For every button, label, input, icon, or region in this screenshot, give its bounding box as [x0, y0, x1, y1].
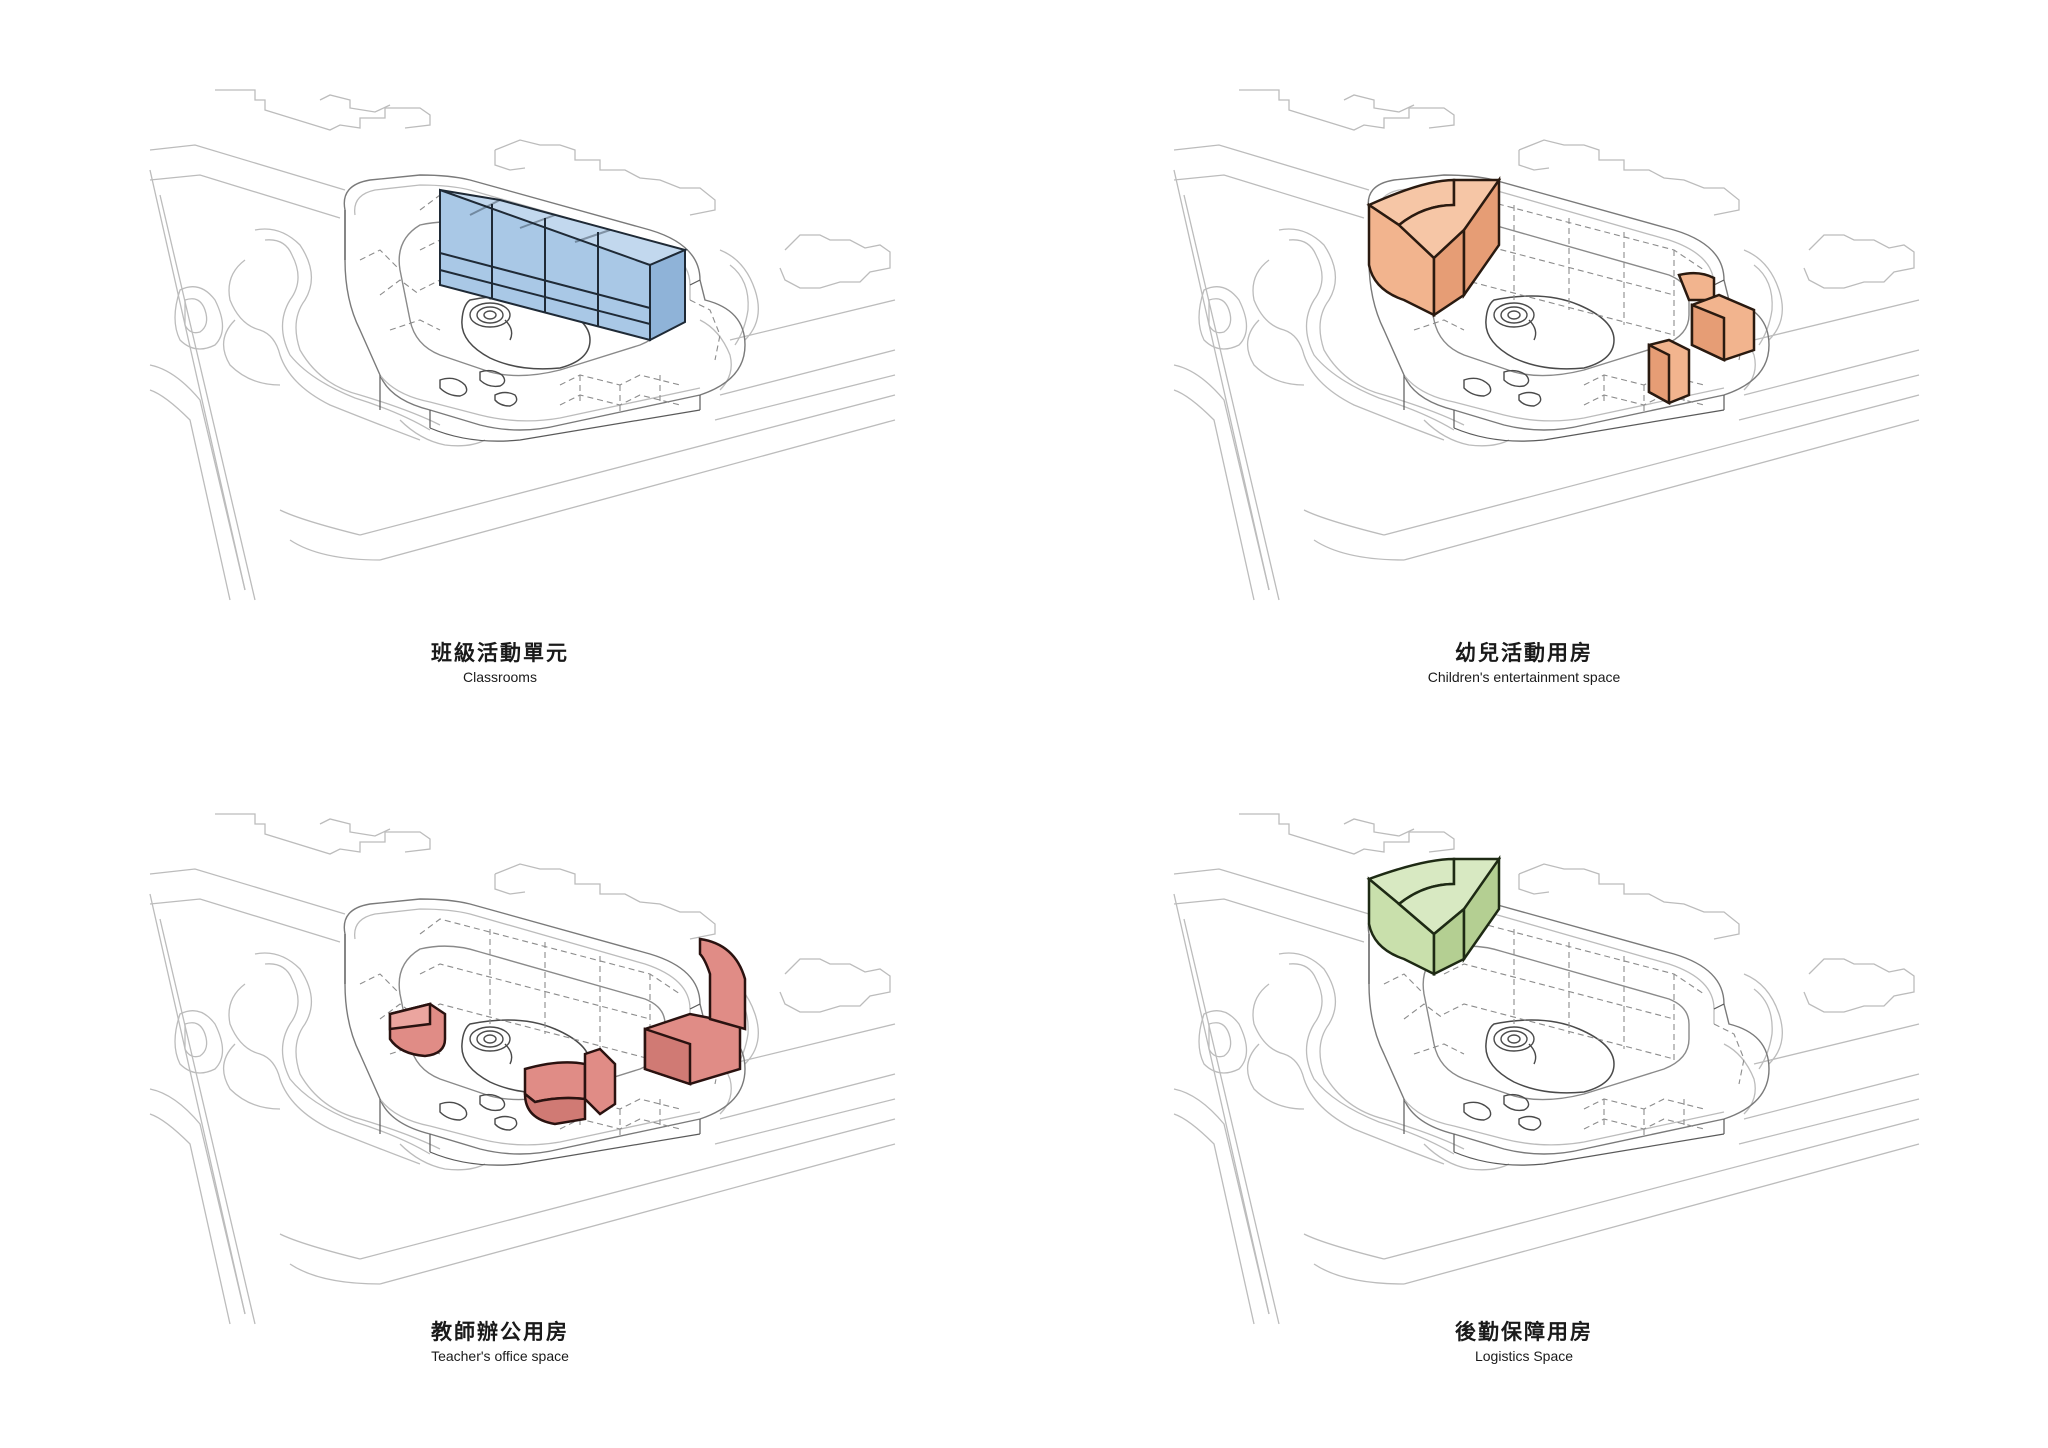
panel-title-english: Children's entertainment space [1427, 669, 1621, 685]
panel-caption: 教師辦公用房 Teacher's office space [0, 1319, 1000, 1365]
children-space-highlight [1366, 176, 1756, 406]
panel-caption: 幼兒活動用房 Children's entertainment space [1024, 640, 2024, 686]
panel-title-chinese: 班級活動單元 [431, 640, 569, 665]
panel-title-chinese: 後勤保障用房 [1455, 1319, 1593, 1344]
site-axonometric-drawing [1173, 813, 1920, 1325]
diagram-panel-children-space: 幼兒活動用房 Children's entertainment space [1024, 0, 2048, 724]
diagram-panel-classrooms: 班級活動單元 Classrooms [0, 0, 1024, 724]
logistics-highlight [1366, 855, 1502, 977]
diagram-panel-teacher-office: 教師辦公用房 Teacher's office space [0, 724, 1024, 1448]
panel-caption: 後勤保障用房 Logistics Space [1024, 1319, 2024, 1365]
panel-title-chinese: 教師辦公用房 [431, 1319, 569, 1344]
site-axonometric-drawing [149, 89, 896, 601]
site-axonometric-drawing [1173, 89, 1920, 601]
classrooms-highlight [439, 188, 689, 342]
panel-title-english: Teacher's office space [431, 1348, 569, 1364]
diagram-panel-logistics: 後勤保障用房 Logistics Space [1024, 724, 2048, 1448]
site-axonometric-drawing [149, 813, 896, 1325]
panel-title-chinese: 幼兒活動用房 [1455, 640, 1593, 665]
panel-title-english: Logistics Space [1474, 1348, 1574, 1364]
panel-caption: 班級活動單元 Classrooms [0, 640, 1000, 686]
panel-title-english: Classrooms [463, 669, 537, 685]
teacher-office-highlight [388, 937, 747, 1126]
